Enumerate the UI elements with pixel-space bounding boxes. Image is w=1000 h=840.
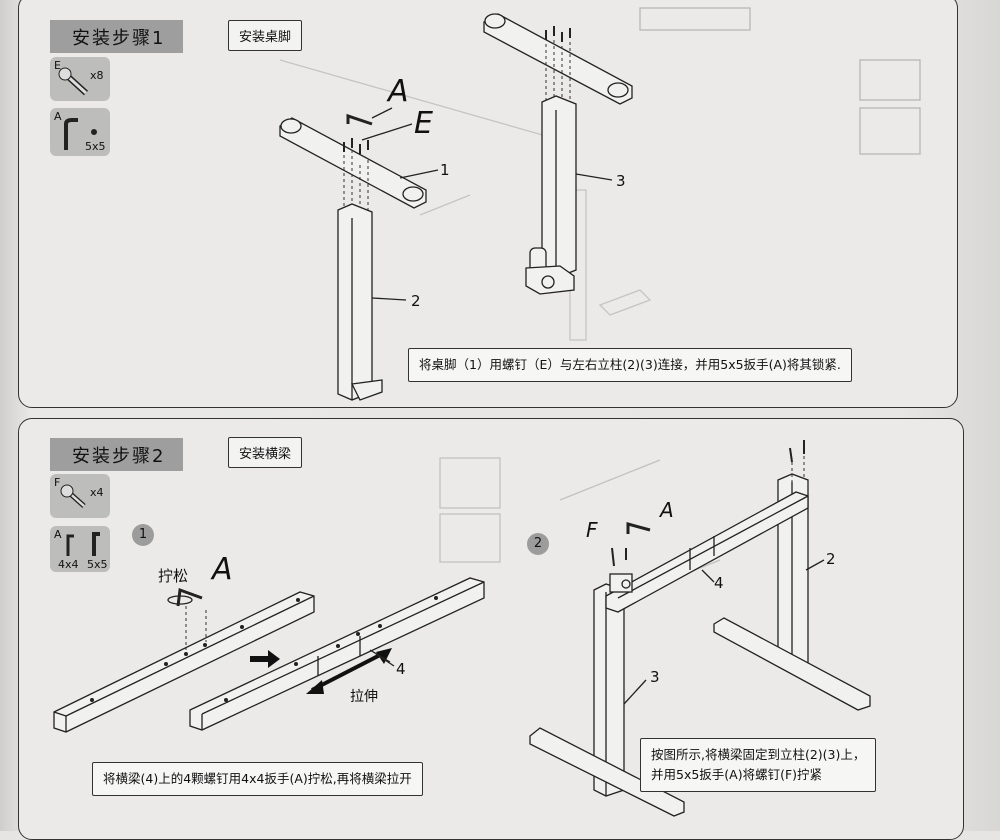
step1-subtitle: 安装桌脚 <box>228 20 303 51</box>
label-2-step1: 2 <box>411 292 421 310</box>
sub1-caption: 将横梁(4)上的4颗螺钉用4x4扳手(A)拧松,再将横梁拉开 <box>92 762 423 796</box>
sub2-caption: 按图所示,将横梁固定到立柱(2)(3)上， 并用5x5扳手(A)将螺钉(F)拧紧 <box>640 738 877 792</box>
label-4-sub1: 4 <box>396 660 406 678</box>
foot-left <box>279 117 427 209</box>
part-a-letter: A <box>54 110 62 123</box>
step1-title: 安装步骤1 <box>50 20 184 53</box>
bolt-icon <box>58 67 89 96</box>
screw-icon <box>60 484 86 508</box>
sub2-caption-line2: 并用5x5扳手(A)将螺钉(F)拧紧 <box>651 767 823 782</box>
stretch-label: 拉伸 <box>350 689 378 705</box>
label-2-sub2: 2 <box>826 550 836 568</box>
beam-right-part <box>189 577 485 731</box>
label-a-step1: A <box>388 74 409 109</box>
part-f-qty: x4 <box>90 486 104 499</box>
frame-beam-4 <box>605 491 809 613</box>
hex-key-a <box>346 113 373 126</box>
step2-title: 安装步骤2 <box>50 438 184 471</box>
loosen-label: 拧松 <box>158 567 189 585</box>
label-1: 1 <box>440 161 450 179</box>
part-a2-qty-5x5: 5x5 <box>87 558 108 571</box>
part-a2-letter: A <box>54 528 62 541</box>
part-a2-qty-4x4: 4x4 <box>58 558 79 571</box>
label-4-sub2: 4 <box>714 574 724 592</box>
sub2-caption-line1: 按图所示,将横梁固定到立柱(2)(3)上， <box>651 747 866 762</box>
substep-2-badge: 2 <box>527 533 549 555</box>
part-e-qty: x8 <box>90 69 104 82</box>
part-a-box: A 5x5 <box>50 108 110 156</box>
substep-1-badge: 1 <box>132 524 154 546</box>
part-f-letter: F <box>54 476 61 489</box>
step2-subtitle: 安装横梁 <box>228 437 303 468</box>
hex-key-icon <box>64 118 97 150</box>
step1-panel <box>18 0 958 408</box>
label-e-step1: E <box>414 106 433 141</box>
part-a-qty: 5x5 <box>85 140 106 153</box>
hex-key-pair-icon <box>66 532 100 556</box>
label-3-sub2: 3 <box>650 668 660 686</box>
part-e-box: E x8 <box>50 57 110 101</box>
part-e-letter: E <box>54 59 61 72</box>
label-a-sub1: A <box>212 552 233 587</box>
label-a-sub2: A <box>660 498 674 522</box>
step1-caption: 将桌脚（1）用螺钉（E）与左右立柱(2)(3)连接，并用5x5扳手(A)将其锁紧… <box>408 348 852 382</box>
part-a2-box: A 4x4 5x5 <box>50 526 110 572</box>
label-f-sub2: F <box>586 518 598 542</box>
label-3-step1: 3 <box>616 172 626 190</box>
part-f-box: F x4 <box>50 474 110 518</box>
